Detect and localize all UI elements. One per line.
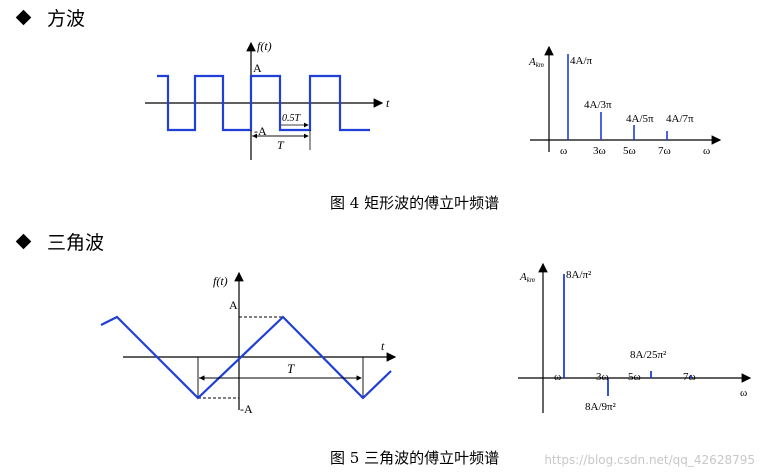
triangle-wave-diagram: f(t) t A -A T <box>100 271 397 416</box>
square-half-period-label: 0.5T <box>282 113 302 124</box>
square-wave-diagram: f(t) t A -A 0.5T T <box>145 39 390 160</box>
square-tick-3: 3ω <box>593 145 606 157</box>
diamond-bullet-icon <box>15 9 32 26</box>
square-tick-5: 5ω <box>623 145 636 157</box>
triangle-spectrum-x-label: ω <box>740 387 747 399</box>
triangle-label-1: 8A/π² <box>566 269 592 281</box>
triangle-label-3: 8A/9π² <box>585 401 617 413</box>
triangle-label-5: 8A/25π² <box>630 349 667 361</box>
square-pos-amp: A <box>253 61 262 75</box>
triangle-tick-5: 5ω <box>628 371 641 383</box>
watermark: https://blog.csdn.net/qq_42628795 <box>544 453 755 467</box>
square-label-7: 4A/7π <box>666 113 694 125</box>
figure4-caption: 图 4 矩形波的傅立叶频谱 <box>330 194 500 212</box>
section-heading-triangle: 三角波 <box>14 228 104 255</box>
triangle-y-label: f(t) <box>213 274 228 288</box>
figure5-caption: 图 5 三角波的傅立叶频谱 <box>330 449 500 467</box>
square-period-label: T <box>277 138 285 152</box>
triangle-spectrum-y-label: Akm <box>519 271 535 284</box>
square-waveform <box>157 74 370 132</box>
square-label-3: 4A/3π <box>584 99 612 111</box>
square-label-5: 4A/5π <box>626 113 654 125</box>
section-title-square: 方波 <box>47 8 86 30</box>
triangle-tick-1: ω <box>554 371 561 383</box>
triangle-x-label: t <box>381 339 385 353</box>
section-heading-square: 方波 <box>14 4 85 31</box>
square-spectrum-chart: Akm ω ω 3ω 5ω 7ω 4A/π 4A/3π 4A/5π 4A/7π <box>528 45 722 157</box>
triangle-neg-amp: -A <box>240 402 253 416</box>
triangle-period-label: T <box>287 361 295 376</box>
square-label-1: 4A/π <box>570 55 593 67</box>
square-spectrum-y-label: Akm <box>528 56 544 69</box>
triangle-tick-7: 7ω <box>683 371 696 383</box>
square-neg-amp: -A <box>254 124 267 138</box>
square-tick-7: 7ω <box>658 145 671 157</box>
square-y-label: f(t) <box>257 39 272 53</box>
triangle-pos-amp: A <box>229 298 238 312</box>
square-spectrum-x-label: ω <box>703 145 710 157</box>
square-x-label: t <box>386 96 390 110</box>
diamond-bullet-icon <box>15 233 32 250</box>
triangle-waveform <box>100 315 392 400</box>
section-title-triangle: 三角波 <box>47 232 105 254</box>
triangle-spectrum-chart: Akm ω ω 3ω 5ω 7ω 8A/π² 8A/9π² 8A/25π² <box>518 262 752 413</box>
triangle-tick-3: 3ω <box>596 371 609 383</box>
square-tick-1: ω <box>560 145 567 157</box>
